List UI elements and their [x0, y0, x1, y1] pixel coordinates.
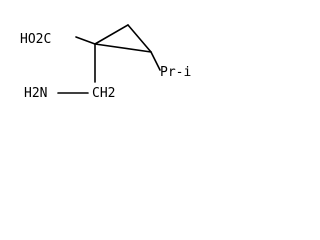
- carboxyl-label: HO2C: [20, 32, 51, 47]
- aminomethyl-label: H2N: [24, 86, 47, 101]
- molecule-drawing: HO2C H2N CH2 Pr-i: [20, 24, 191, 101]
- ring-bond-right: [127, 24, 152, 53]
- ring-bond-left: [94, 24, 129, 45]
- methylene-label: CH2: [92, 86, 115, 101]
- amine-label: H2N: [24, 86, 47, 101]
- isopropyl-bond: [150, 51, 161, 71]
- carboxyl-bond: [75, 36, 96, 45]
- ring-bond-bottom: [94, 43, 152, 53]
- structure-diagram: HO2C H2N CH2 Pr-i: [0, 0, 233, 119]
- isopropyl-label: Pr-i: [160, 65, 191, 80]
